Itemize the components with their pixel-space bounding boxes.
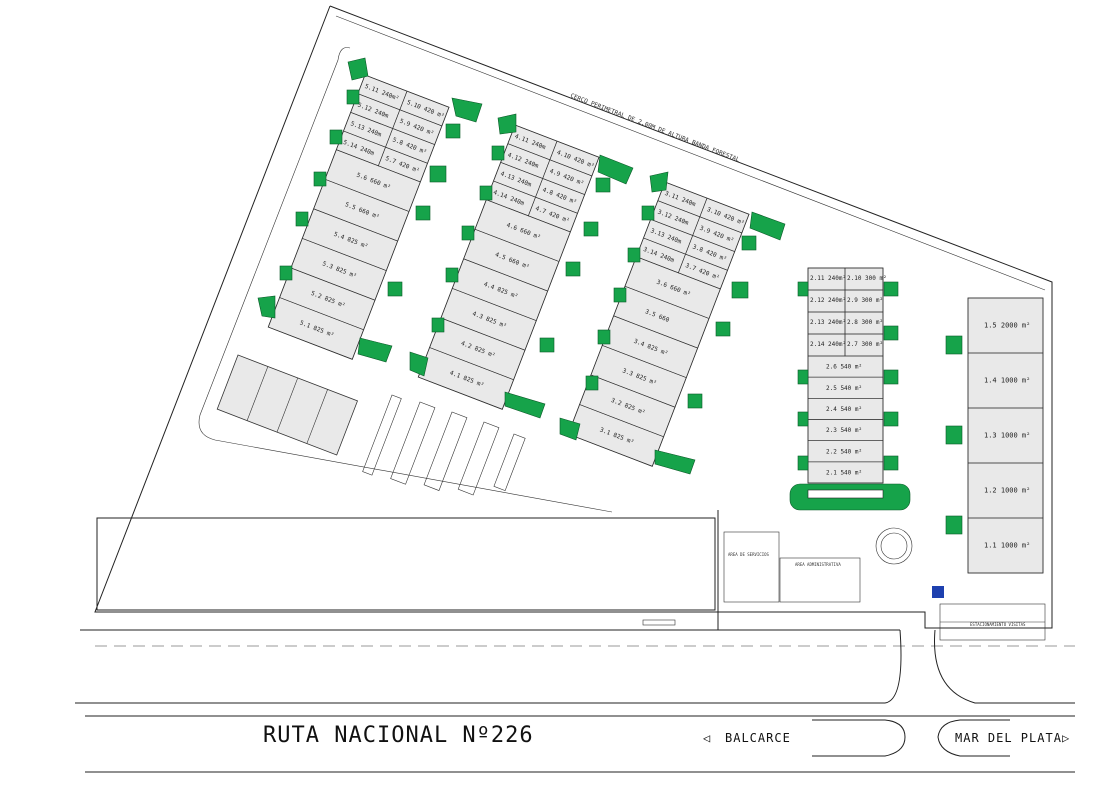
building-2-docks (797, 281, 899, 471)
site-boundary (94, 5, 1053, 629)
unit-label: 1.1 1000 m² (984, 542, 1030, 550)
national-route: RUTA NACIONAL Nº226 ◁ BALCARCE MAR DEL P… (85, 715, 1075, 773)
access-roads (75, 510, 1075, 704)
services-label-a: AREA DE SERVICIOS (728, 552, 770, 557)
unit-cell (807, 461, 884, 484)
building-1: 1.5 2000 m² 1.4 1000 m² 1.3 1000 m² 1.2 100… (967, 297, 1044, 574)
right-arrow-icon: ▷ (1062, 731, 1070, 745)
unit-label: 1.4 1000 m² (984, 377, 1030, 385)
building-1-docks (945, 335, 963, 535)
unit-label: 2.5 540 m² (826, 385, 862, 392)
unit-label: 2.1 540 m² (826, 469, 862, 476)
left-arrow-icon: ◁ (702, 731, 711, 745)
parking-label: ESTACIONAMIENTO VISITAS (970, 622, 1026, 627)
unit-label: 2.3 540 m² (826, 427, 862, 434)
admin-area: AREA DE SERVICIOS AREA ADMINISTRATIVA (723, 527, 944, 603)
unit-label: 2.9 300 m² (847, 297, 883, 304)
services-label-b: AREA ADMINISTRATIVA (795, 562, 841, 567)
unit-label: 2.13 240m² (810, 319, 846, 326)
unit-label: 2.14 240m² (810, 341, 846, 348)
lower-lot (96, 517, 716, 626)
parking-bottom-right: ESTACIONAMIENTO VISITAS (939, 603, 1046, 641)
unit-label: 2.11 240m² (810, 275, 846, 282)
unit-label: 1.5 2000 m² (984, 322, 1030, 330)
unit-label: 1.2 1000 m² (984, 487, 1030, 495)
unit-label: 2.12 240m² (810, 297, 846, 304)
unit-label: 2.2 540 m² (826, 448, 862, 455)
green-strips (257, 57, 786, 475)
unit-cell (967, 517, 1044, 574)
dock-blocks (279, 89, 757, 409)
unit-label: 2.10 300 m² (847, 275, 887, 282)
unit-label: 2.6 540 m² (826, 364, 862, 371)
destination-mar-del-plata: MAR DEL PLATA (955, 731, 1062, 745)
parking-lot-left (216, 354, 359, 456)
unit-label: 1.3 1000 m² (984, 432, 1030, 440)
unit-label: 2.4 540 m² (826, 406, 862, 413)
perimeter-label: CERCO PERIMETRAL DE 2,00M DE ALTURA BAND… (569, 92, 740, 163)
route-name: RUTA NACIONAL Nº226 (263, 723, 534, 748)
unit-label: 2.8 300 m² (847, 319, 883, 326)
unit-label: 2.7 300 m² (847, 341, 883, 348)
destination-balcarce: BALCARCE (725, 731, 791, 745)
parking-rows (362, 394, 526, 496)
